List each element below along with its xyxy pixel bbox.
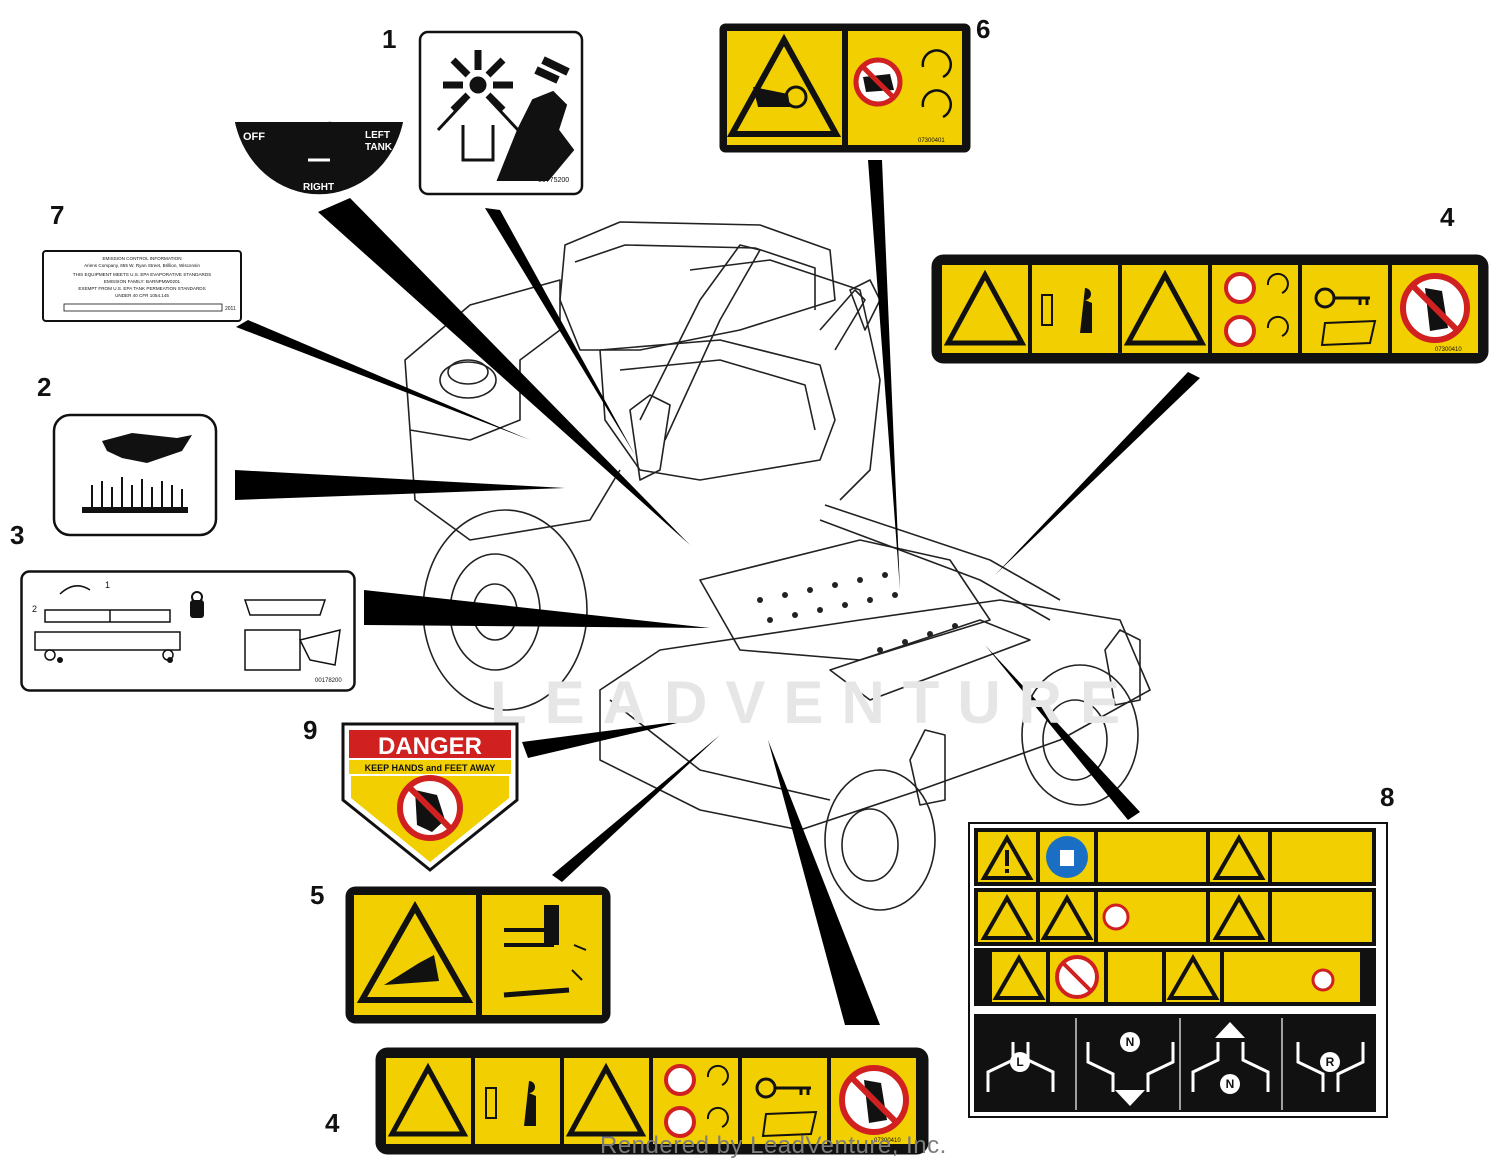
fuel-left-label-1: LEFT [365,130,390,141]
emission-line-2: Ariens Company, 655 W. Ryan Street, Bril… [84,263,200,268]
leader-1 [485,208,635,455]
fuel-right-label-1: RIGHT [303,182,334,193]
callout-6: 6 [976,14,991,44]
leader-3 [364,590,710,628]
callout-5: 5 [310,880,325,910]
decal-4-top-safety-strip: 07300410 [931,254,1489,364]
leader-5 [552,735,720,882]
callout-4-top: 4 [1440,202,1455,232]
danger-title: DANGER [378,733,482,760]
callout-3: 3 [10,520,25,550]
decal-2-hot-surface [52,413,218,537]
decal-3-instructions: 1 2 00178200 [20,570,356,692]
leader-7 [236,320,530,440]
emission-line-6: UNDER 40 CFR 1054.145 [115,293,169,298]
callout-4-bottom: 4 [325,1108,340,1138]
brand-watermark: LEADVENTURE [490,669,1139,736]
control-right-label: R [1326,1055,1335,1069]
decal-1-entanglement: 00775200 [418,30,584,196]
decal-10-fuel-selector: OFF LEFT TANK RIGHT TANK [235,122,403,205]
callout-1: 1 [382,24,397,54]
decal-4-bottom-part-number: 07300410 [874,1138,901,1144]
callout-2: 2 [37,372,52,402]
callout-9: 9 [303,715,318,745]
svg-text:1: 1 [105,580,110,590]
decal-6-part-number: 07300401 [918,138,945,144]
emission-line-4: EMISSION FAMILY: BARNPMW0201 [104,279,181,284]
leader-4-bottom [768,740,880,1025]
leader-4-top [995,372,1200,575]
render-watermark: Rendered by LeadVenture, Inc. [600,1132,947,1159]
fuel-right-label-2: TANK [306,194,334,205]
leader-6 [868,160,900,590]
leader-8 [985,645,1140,820]
decal-6-rotating-blade: 07300401 [719,23,971,153]
decal-3-part-number: 00178200 [315,678,342,684]
decal-4-top-part-number: 07300410 [1435,347,1462,353]
emission-line-5: EXEMPT FROM U.S. EPA TANK PERMEATION STA… [78,286,205,291]
control-neutral-label-1: N [1126,1035,1135,1049]
decal-5-discharge-chute [345,886,611,1024]
leader-2 [235,470,565,500]
leader-10 [318,198,690,545]
emission-line-3: THIS EQUIPMENT MEETS U.S. EPA EVAPORATIV… [73,272,211,277]
fuel-off-label: OFF [243,131,265,143]
emission-line-1: EMISSION CONTROL INFORMATION [102,256,181,261]
callout-7: 7 [50,200,65,230]
decal-4-bottom-safety-strip: 07300410 [375,1047,929,1155]
fuel-left-label-2: TANK [365,142,393,153]
decal-8-operation-panel: L N N R [968,822,1388,1118]
control-neutral-label-2: N [1226,1077,1235,1091]
decal-7-emission: EMISSION CONTROL INFORMATION Ariens Comp… [42,250,242,322]
decal-1-part-number: 00775200 [538,177,569,184]
callout-8: 8 [1380,782,1395,812]
emission-year: 2011 [225,306,236,312]
danger-subtitle: KEEP HANDS and FEET AWAY [365,763,496,773]
control-left-label: L [1016,1055,1023,1069]
decal-9-danger: DANGER KEEP HANDS and FEET AWAY [341,722,519,872]
svg-text:2: 2 [32,604,37,614]
leader-9 [522,720,690,758]
